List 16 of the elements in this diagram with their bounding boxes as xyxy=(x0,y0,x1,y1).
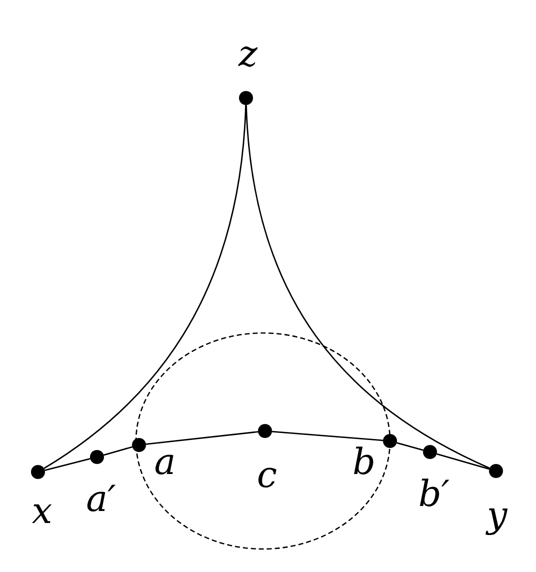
point-label: a xyxy=(153,441,177,485)
curve-line xyxy=(44,104,246,469)
point-label: b′ xyxy=(417,473,451,517)
curve-line xyxy=(436,453,490,470)
curve-line xyxy=(396,442,424,451)
curve-line xyxy=(44,458,90,471)
point-label: b xyxy=(351,441,377,485)
curve-line xyxy=(246,104,490,469)
curve-line xyxy=(104,446,132,456)
point-label: c xyxy=(256,454,278,498)
point-label: z xyxy=(237,33,258,77)
point-label: a′ xyxy=(85,478,117,522)
curve-line xyxy=(146,431,258,445)
point-label: x xyxy=(30,490,54,534)
curve-line xyxy=(272,430,384,442)
point-label: y xyxy=(484,494,508,538)
